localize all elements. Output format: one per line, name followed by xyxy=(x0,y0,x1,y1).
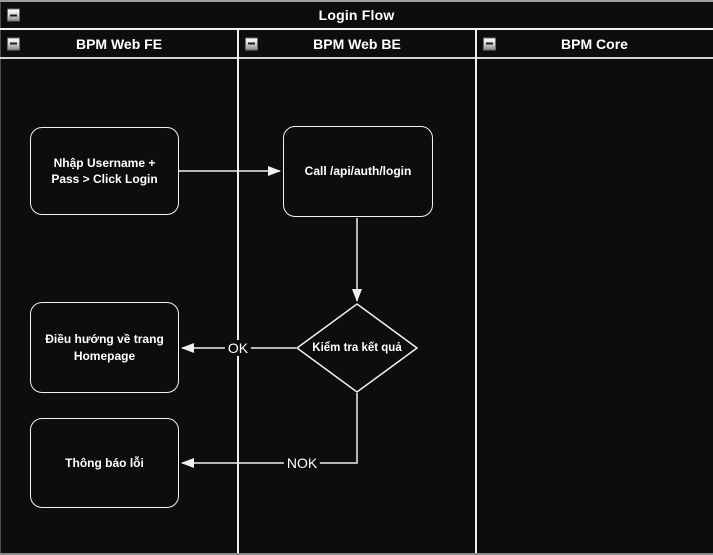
pool-title: Login Flow xyxy=(318,7,395,23)
node-label: Call /api/auth/login xyxy=(304,164,412,179)
minus-icon xyxy=(10,42,17,45)
decision-diamond[interactable] xyxy=(295,303,419,393)
edge-label-ok[interactable]: OK xyxy=(224,340,252,356)
edge-nok[interactable] xyxy=(181,393,358,468)
lane-header-row: BPM Web FE BPM Web BE BPM Core xyxy=(0,30,713,59)
pool-bottom-border xyxy=(0,553,713,555)
lane-collapse-button[interactable] xyxy=(245,37,258,50)
node-redirect-home[interactable]: Điều hướng về trang Homepage xyxy=(30,302,179,393)
lane-header-bpm-web-fe[interactable]: BPM Web FE xyxy=(0,30,238,57)
pool-top-border xyxy=(0,0,713,2)
lane-label: BPM Core xyxy=(561,35,628,52)
node-label: Nhập Username + Pass > Click Login xyxy=(51,155,158,186)
node-error-notice[interactable]: Thông báo lỗi xyxy=(30,418,179,508)
node-label: Thông báo lỗi xyxy=(65,455,144,470)
lane-collapse-button[interactable] xyxy=(7,37,20,50)
minus-icon xyxy=(248,42,255,45)
pool-collapse-button[interactable] xyxy=(7,8,20,22)
minus-icon xyxy=(486,42,493,45)
lane-divider xyxy=(237,30,239,553)
node-call-api[interactable]: Call /api/auth/login xyxy=(283,126,433,217)
lane-header-bpm-web-be[interactable]: BPM Web BE xyxy=(238,30,476,57)
lane-header-bpm-core[interactable]: BPM Core xyxy=(476,30,713,57)
minus-icon xyxy=(10,14,17,16)
lane-divider xyxy=(475,30,477,553)
node-label: Điều hướng về trang Homepage xyxy=(45,332,164,363)
node-input-login[interactable]: Nhập Username + Pass > Click Login xyxy=(30,127,179,215)
edge-label-nok[interactable]: NOK xyxy=(283,455,321,471)
pool-header[interactable]: Login Flow xyxy=(0,2,713,30)
pool-left-border xyxy=(0,2,1,553)
lane-label: BPM Web BE xyxy=(313,35,401,52)
lane-collapse-button[interactable] xyxy=(483,37,496,50)
decision-label: Kiểm tra kết quả xyxy=(312,342,402,354)
lane-label: BPM Web FE xyxy=(75,35,163,52)
